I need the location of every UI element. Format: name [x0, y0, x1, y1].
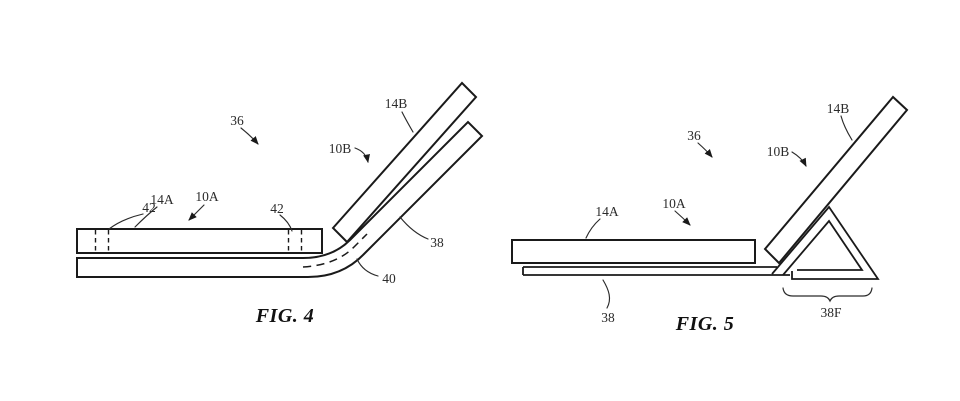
fig4-caption: FIG. 4	[255, 305, 315, 327]
fig5-leader-14a	[585, 218, 601, 239]
fig4-label-42-right: 42	[270, 201, 284, 216]
fig4-display-14b-shape	[331, 81, 478, 244]
fig4-leader-36-arrow	[240, 127, 259, 145]
fig4-label-10a: 10A	[195, 189, 219, 204]
fig4-leader-14a	[134, 206, 158, 228]
fig4-label-42-left: 42	[142, 200, 156, 215]
fig4-leader-40	[356, 258, 379, 277]
fig5-fold-38f-inner-shape	[782, 219, 864, 276]
fig5-leader-38	[602, 279, 611, 309]
fig4-display-14a-shape	[76, 228, 323, 254]
fig5-leader-10a-arrow	[674, 210, 691, 226]
fig4-label-14b: 14B	[385, 96, 408, 111]
fig4-leader-14b	[401, 111, 414, 133]
fig5-display-14a-shape	[511, 239, 756, 264]
fig5-label-10a: 10A	[662, 196, 686, 211]
fig5-label-36: 36	[687, 128, 701, 143]
fig5-label-14a: 14A	[595, 204, 619, 219]
fig4-label-10b: 10B	[329, 141, 352, 156]
fig4-group: 36 14B 10B 42 14A 10A 42 38 40 FIG. 4	[76, 81, 484, 327]
fig4-flexible-layer-38-shape	[76, 120, 484, 278]
fig4-leader-38	[399, 216, 429, 240]
fig5-label-38f: 38F	[820, 305, 842, 320]
fig4-label-36: 36	[230, 113, 244, 128]
fig4-leader-10a-arrow	[188, 204, 205, 221]
fig4-label-40: 40	[382, 271, 396, 286]
fig5-fold-38f-outer-shape	[771, 205, 880, 280]
fig4-bend-axis-40-dashed-line	[302, 233, 368, 268]
fig5-group: 36 14B 10B 14A 10A 38 38F FIG. 5	[511, 95, 909, 335]
fig4-leader-42-right	[279, 214, 293, 232]
fig4-label-38: 38	[430, 235, 444, 250]
fig5-caption: FIG. 5	[675, 313, 735, 335]
fig5-brace-38f	[782, 287, 873, 303]
fig5-leader-14b	[840, 115, 853, 141]
fig5-label-14b: 14B	[827, 101, 850, 116]
fig5-flexible-layer-38-shape	[522, 266, 790, 276]
fig5-leader-10b-arrow	[791, 151, 807, 167]
fig5-display-14b-shape	[763, 95, 909, 265]
fig4-label-14a: 14A	[150, 192, 174, 207]
fig5-leader-36-arrow	[697, 142, 713, 158]
fig5-label-38: 38	[601, 310, 615, 325]
fig5-label-10b: 10B	[767, 144, 790, 159]
fig4-leader-42-left	[108, 213, 144, 230]
fig4-leader-10b-arrow	[354, 147, 370, 163]
